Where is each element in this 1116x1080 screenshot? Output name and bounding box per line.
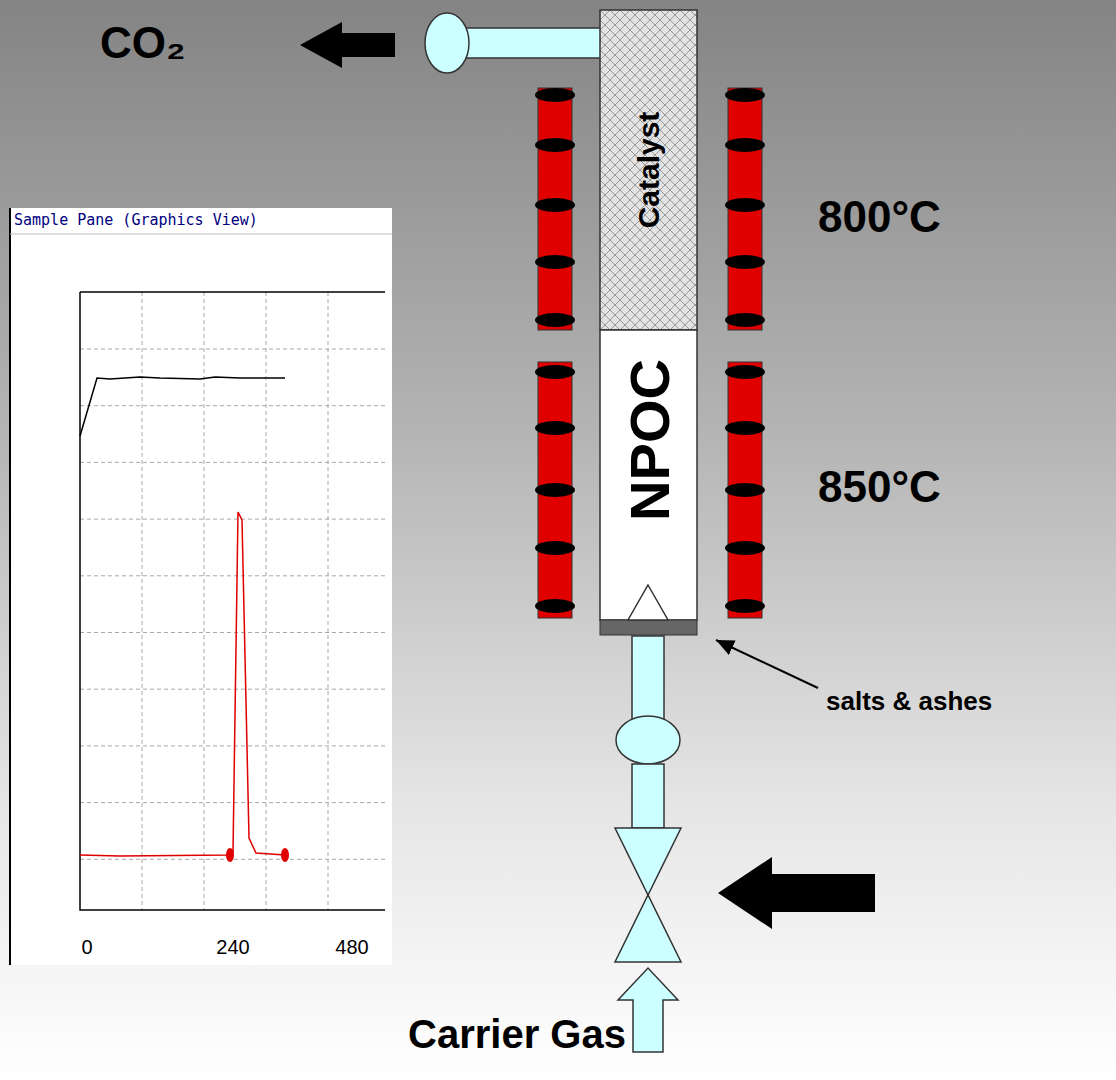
integration-marker (226, 848, 234, 862)
node-label: NPOC (616, 359, 681, 521)
coil-winding (535, 198, 575, 212)
pane-border (10, 234, 392, 235)
grid-line (80, 349, 385, 350)
coil-winding (535, 365, 575, 379)
valve-symbol (615, 828, 681, 895)
axis-tick: 480 (335, 936, 368, 959)
flow-trace (80, 377, 285, 436)
plot-axes (80, 292, 385, 910)
grid-line (80, 689, 385, 690)
grid-line (204, 292, 205, 910)
coil-winding (535, 138, 575, 152)
coil-winding (725, 88, 765, 102)
integration-marker (281, 848, 289, 862)
combustion-zone (600, 330, 697, 620)
inlet-pipe (632, 764, 664, 828)
axis-tick: 0 (81, 936, 92, 959)
coil-winding (535, 313, 575, 327)
graph-pane: Sample Pane (Graphics View) (10, 208, 392, 965)
outlet-valve (425, 13, 469, 73)
grid-line (80, 519, 385, 520)
coil-winding (725, 599, 765, 613)
grid-line (142, 292, 143, 910)
temperature-label: 850°C (818, 462, 941, 512)
axis-tick: 240 (216, 936, 249, 959)
injection-arrow (718, 857, 875, 929)
grid-line (266, 292, 267, 910)
valve-symbol (615, 895, 681, 962)
coil-winding (725, 483, 765, 497)
coil-winding (535, 255, 575, 269)
outlet-arrow (300, 22, 395, 68)
gas-label: Carrier Gas (408, 1012, 626, 1057)
node-label: Catalyst (632, 112, 666, 229)
grid-line (328, 292, 329, 910)
catalyst-bed (600, 10, 697, 330)
coil-winding (725, 255, 765, 269)
salt-trap (600, 620, 697, 635)
coil-winding (535, 599, 575, 613)
heater-coils (535, 88, 765, 618)
coil-winding (725, 541, 765, 555)
catalyst-section: Catalyst (600, 10, 697, 330)
coil-winding (725, 421, 765, 435)
grid-line (80, 802, 385, 803)
graph-pane (10, 208, 392, 965)
callout-label: salts & ashes (826, 686, 992, 717)
leader-line (716, 640, 818, 688)
grid-line (80, 575, 385, 576)
gas-inlet-arrow (628, 585, 668, 620)
coil-winding (725, 138, 765, 152)
inlet-pipe (632, 636, 664, 722)
node-label: Sample Pane (Graphics View) (14, 211, 258, 229)
outlet-pipe (466, 28, 602, 58)
grid-line (80, 632, 385, 633)
grid-line (80, 745, 385, 746)
coil-winding (725, 198, 765, 212)
plot-grid (80, 292, 385, 910)
npoc-section: NPOC (600, 330, 697, 620)
coil-winding (725, 365, 765, 379)
coil-winding (535, 421, 575, 435)
coil-winding (535, 88, 575, 102)
gas-label: CO₂ (100, 18, 186, 68)
inlet-fitting (616, 716, 680, 764)
grid-line (80, 462, 385, 463)
grid-line (80, 405, 385, 406)
coil-winding (535, 483, 575, 497)
pane-border (9, 208, 11, 965)
carrier-arrow (618, 968, 678, 1052)
detector-trace (80, 512, 285, 856)
coil-winding (725, 313, 765, 327)
temperature-label: 800°C (818, 192, 941, 242)
coil-winding (535, 541, 575, 555)
